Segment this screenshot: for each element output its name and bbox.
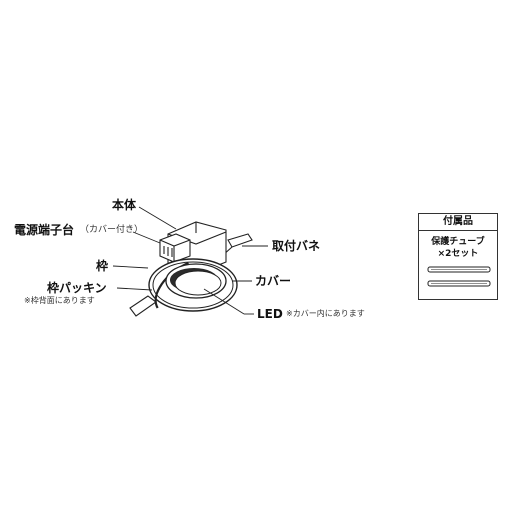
label-body: 本体 [112,198,137,212]
accessories-box: 付属品 保護チューブ ×2セット [418,213,498,300]
mounting-spring-left [129,295,157,317]
accessories-item-name: 保護チューブ [431,237,485,247]
label-terminal-note: （カバー付き） [80,225,144,235]
accessories-item-qty: ×2セット [437,249,479,259]
label-led-note: ※カバー内にあります [286,309,365,318]
protective-tube-icon [427,266,491,287]
label-led: LED [257,307,283,321]
accessories-item: 保護チューブ ×2セット [419,236,497,260]
accessories-title: 付属品 [419,214,497,231]
terminal-block [159,233,191,263]
label-packing: 枠パッキン [47,281,107,295]
label-cover: カバー [255,274,292,288]
label-mounting-spring: 取付バネ [272,239,321,253]
frame-inner-edge [152,261,234,309]
label-frame: 枠 [96,259,109,273]
leader-lines [112,206,268,315]
led-reflector [174,270,222,296]
label-packing-note: ※枠背面にあります [24,296,95,305]
label-terminal: 電源端子台 [14,223,75,237]
